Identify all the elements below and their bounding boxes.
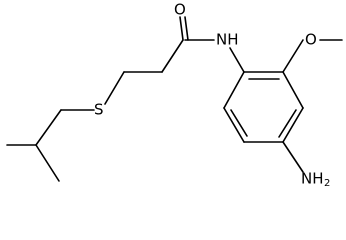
bond-carbonyl-o-1 bbox=[179, 16, 184, 41]
bond-ring-methoxy-o bbox=[282, 39, 304, 73]
sulfur-label: S bbox=[94, 101, 104, 119]
structure-drawing: S O NH O NH 2 bbox=[6, 1, 343, 189]
ring-bond-2 bbox=[282, 71, 304, 109]
amine-subscript-label: 2 bbox=[324, 178, 330, 189]
ring-double-bond-2 bbox=[278, 109, 297, 138]
ring-double-bond-3 bbox=[230, 109, 248, 137]
ring-bond-5 bbox=[223, 107, 245, 143]
molecule-diagram: S O NH O NH 2 bbox=[6, 1, 343, 189]
ring-bond-6 bbox=[223, 71, 245, 109]
bond-s-ch2 bbox=[104, 71, 125, 105]
carbonyl-oxygen-label: O bbox=[174, 1, 186, 19]
bond-ring-amine bbox=[282, 141, 304, 173]
ring-bond-3 bbox=[282, 107, 304, 143]
bond-ch2-carbonyl bbox=[161, 39, 184, 73]
bond-carbonyl-o-2 bbox=[184, 16, 189, 41]
amine-nh-label: NH bbox=[301, 170, 324, 188]
methoxy-oxygen-label: O bbox=[305, 31, 317, 49]
bond-methine-methyl-bottom bbox=[35, 144, 60, 182]
bond-n-ring bbox=[229, 47, 245, 73]
amide-nh-label: NH bbox=[216, 31, 239, 49]
bond-methine-ch2 bbox=[35, 109, 62, 146]
